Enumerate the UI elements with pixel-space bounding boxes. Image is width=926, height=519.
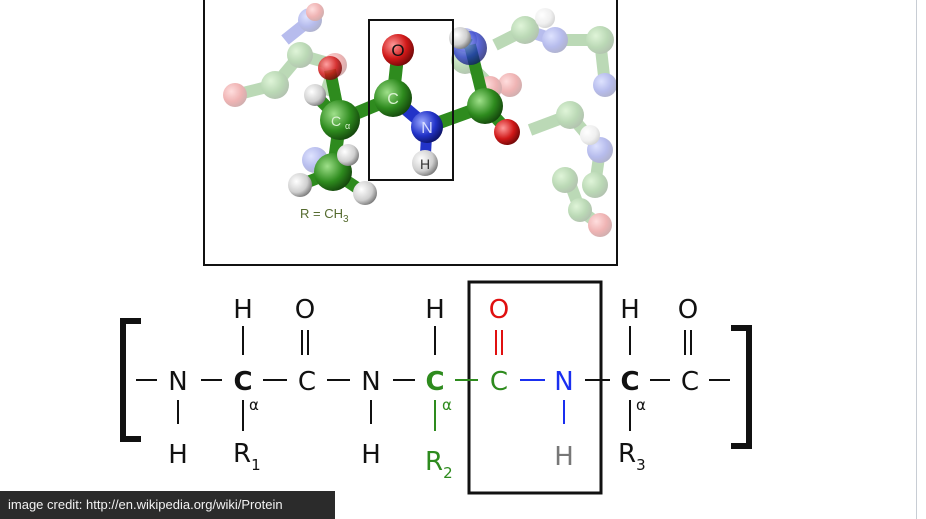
atom-h-c3: H xyxy=(425,295,445,325)
atom-c4: C xyxy=(490,367,508,397)
r-equals-ch3-label: R = CH3 xyxy=(300,206,349,225)
model-atom-h-label: H xyxy=(420,156,430,172)
atom-o3: O xyxy=(678,295,698,325)
left-bracket xyxy=(120,318,141,442)
atom-n3: N xyxy=(554,367,573,397)
main-residue: O C N H C α R = CH3 xyxy=(288,27,520,225)
atom-c2: C xyxy=(298,367,316,397)
atom-h-n1: H xyxy=(168,440,188,470)
atom-c-alpha-3: C xyxy=(620,367,639,397)
atom-r1: R1 xyxy=(233,439,261,474)
atom-n1: N xyxy=(168,367,187,397)
atom-h-n2: H xyxy=(361,440,381,470)
atom-c-alpha-2: C xyxy=(425,367,444,397)
alpha-label-3: α xyxy=(636,396,646,414)
right-bracket xyxy=(731,325,752,449)
atom-c6: C xyxy=(681,367,699,397)
model-atom-n-label: N xyxy=(421,120,433,137)
atom-h-n3: H xyxy=(554,442,574,472)
peptide-bond-highlight-box xyxy=(467,280,603,495)
atom-h-c1: H xyxy=(233,295,253,325)
ball-and-stick-model: O C N H C α R = CH3 xyxy=(223,3,616,237)
atom-r2: R2 xyxy=(425,447,453,482)
model-atom-ca-label: C xyxy=(331,113,341,129)
alpha-label-2: α xyxy=(442,396,452,414)
atom-c-alpha-1: C xyxy=(233,367,252,397)
model-atom-ca-subscript: α xyxy=(345,121,350,131)
image-credit-caption: image credit: http://en.wikipedia.org/wi… xyxy=(0,491,335,519)
faded-background-chain xyxy=(223,3,616,237)
atom-h-c5: H xyxy=(620,295,640,325)
atom-r3: R3 xyxy=(618,439,646,474)
slide-edge-line xyxy=(916,0,917,519)
model-atom-c-label: C xyxy=(387,91,399,108)
atom-o2: O xyxy=(489,295,509,325)
backbone-bonds xyxy=(136,326,730,431)
model-atom-o-label: O xyxy=(391,41,404,60)
atom-o1: O xyxy=(295,295,315,325)
peptide-bond-highlight-box-model xyxy=(368,19,454,181)
atom-n2: N xyxy=(361,367,380,397)
molecule-model-panel: O C N H C α R = CH3 xyxy=(203,0,618,266)
alpha-label-1: α xyxy=(249,396,259,414)
